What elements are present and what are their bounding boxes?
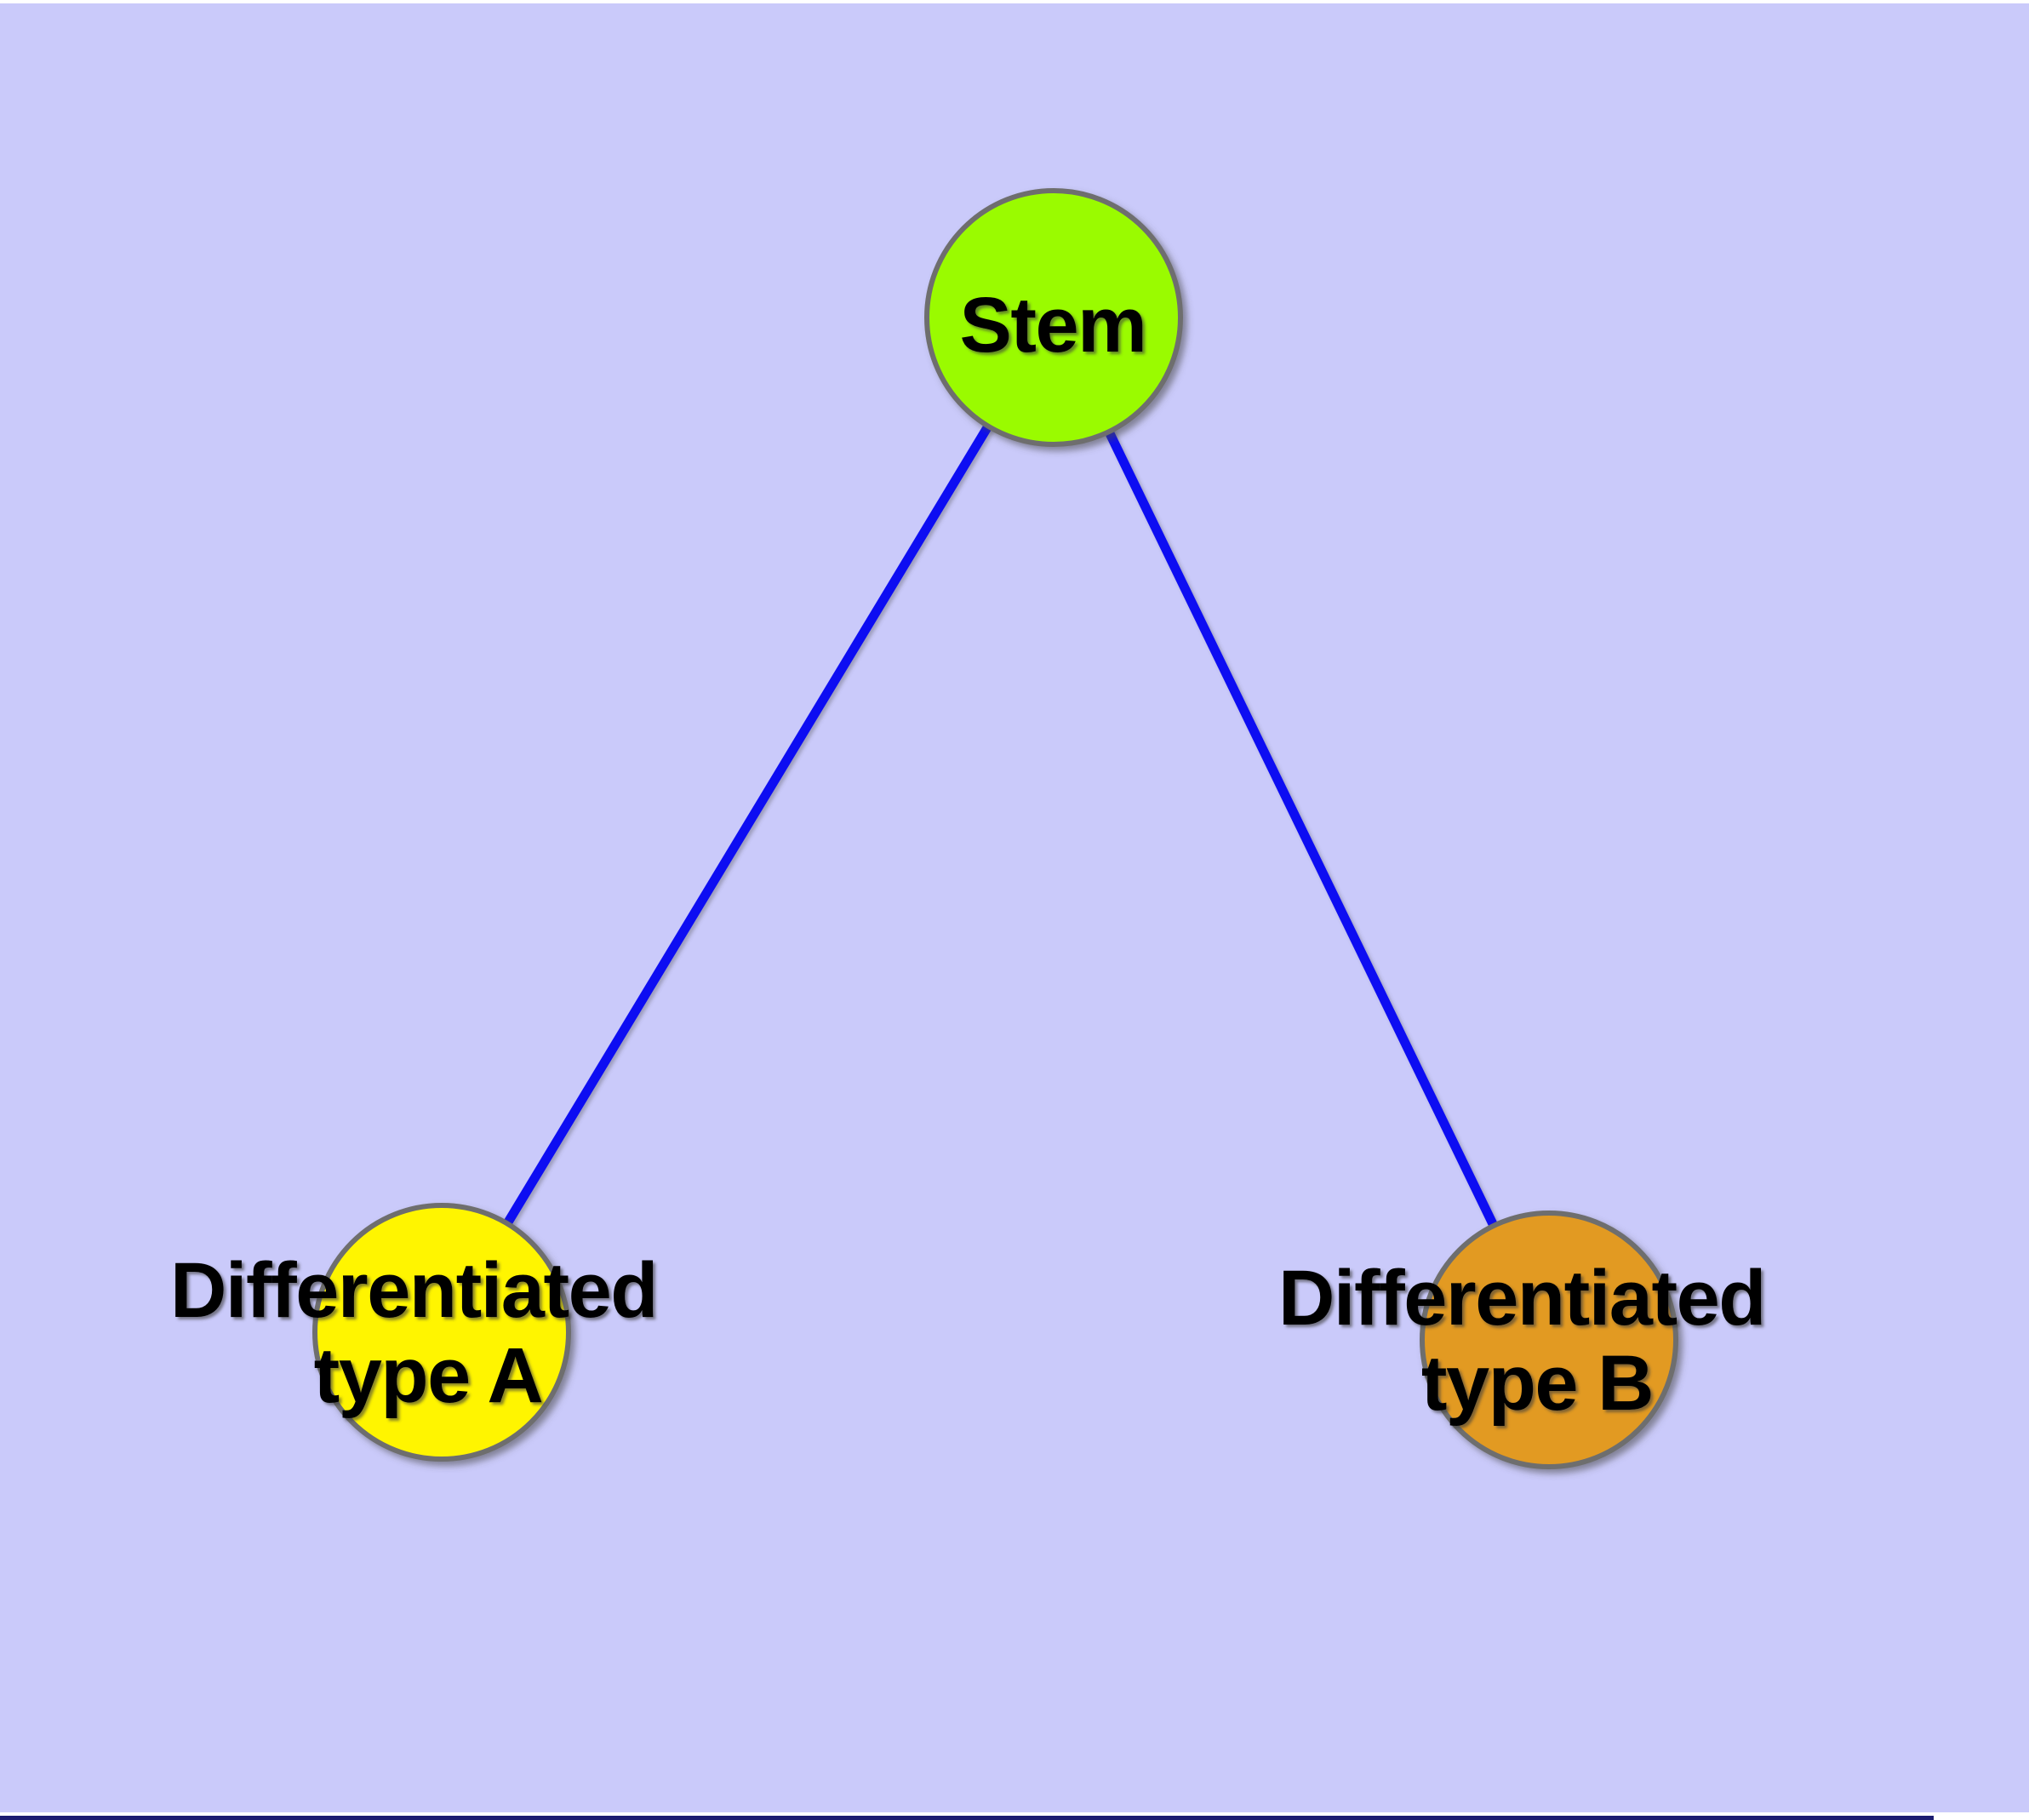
differentiated-type-b-node[interactable]: Differentiated type B — [1278, 1210, 1786, 1469]
differentiated-type-a-label-line1: Differentiated — [170, 1247, 657, 1334]
stem-node-circle[interactable] — [924, 188, 1183, 447]
stem-node[interactable]: Stem — [924, 188, 1183, 447]
differentiated-type-a-label: Differentiated type A — [170, 1247, 677, 1419]
differentiated-type-a-label-line2: type A — [314, 1332, 543, 1419]
differentiated-type-a-circle[interactable] — [312, 1203, 571, 1462]
bottom-divider-line — [0, 1816, 1934, 1820]
differentiated-type-b-label: Differentiated type B — [1278, 1255, 1786, 1427]
differentiated-type-b-circle[interactable] — [1420, 1210, 1678, 1469]
differentiated-type-a-node[interactable]: Differentiated type A — [170, 1203, 677, 1462]
stem-node-label: Stem — [960, 282, 1146, 369]
differentiated-type-b-label-line1: Differentiated — [1278, 1255, 1765, 1342]
edge-stem-to-type-a — [437, 315, 1058, 1335]
edge-stem-to-type-b — [1049, 315, 1553, 1342]
differentiated-type-b-label-line2: type B — [1421, 1340, 1653, 1427]
